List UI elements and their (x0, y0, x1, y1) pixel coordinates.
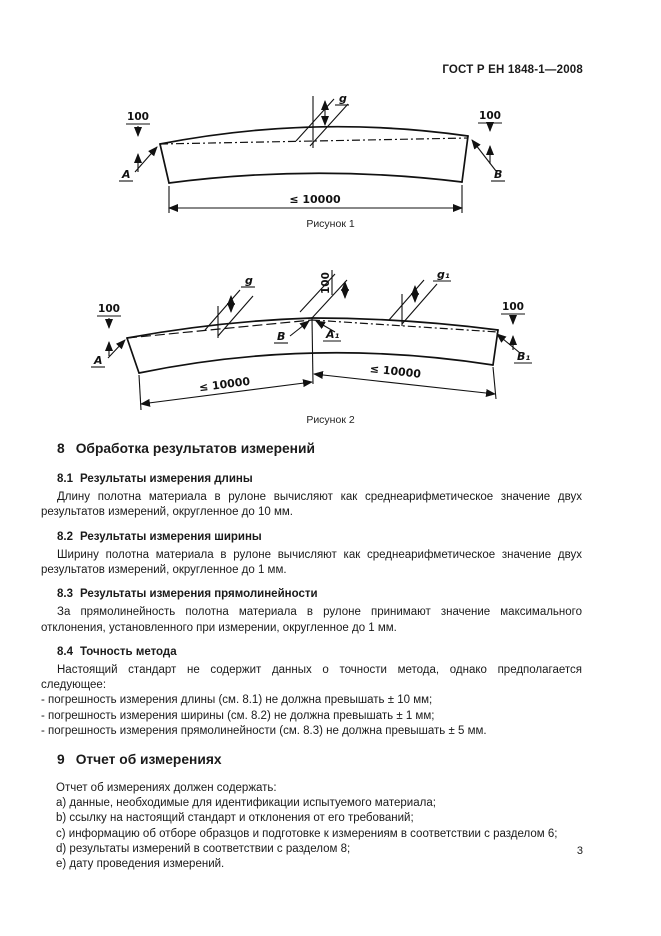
fig2-bottom-edge (138, 351, 494, 374)
subsection-8-3-heading: 8.3 Результаты измерения прямолинейности (41, 587, 582, 602)
subsection-8-3-title: Результаты измерения прямолинейности (80, 588, 318, 601)
fig1-right-edge (461, 135, 469, 183)
fig2-offset-center: 100 (320, 272, 332, 294)
fig1-left-edge (159, 143, 170, 184)
section-9-intro: Отчет об измерениях должен содержать: (56, 782, 277, 795)
subsection-8-4-number: 8.4 (57, 645, 73, 658)
report-item: b) ссылку на настоящий стандарт и отклон… (56, 812, 414, 825)
fig1-offset-right: 100 (479, 110, 501, 122)
fig2-centerline-left (126, 319, 313, 339)
fig1-label-b: B (494, 168, 502, 181)
fig2-top-edge-left (126, 317, 313, 339)
subsection-8-2-text: Ширину полотна материала в рулоне вычисл… (41, 548, 582, 577)
figure-2-caption: Рисунок 2 (306, 414, 355, 426)
section-8-heading: 8 Обработка результатов измерений (41, 440, 582, 458)
fig2-length-right: ≤ 10000 (369, 362, 422, 381)
subsection-8-1-title: Результаты измерения длины (80, 473, 253, 485)
subsection-8-2-heading: 8.2 Результаты измерения ширины (41, 530, 582, 545)
section-9-heading: 9 Отчет об измерениях (41, 751, 582, 769)
page-number: 3 (576, 845, 583, 857)
fig2-offset-left: 100 (98, 303, 120, 315)
fig2-label-b1: B₁ (517, 350, 530, 363)
figure-2-drawing: g g₁ 100 100 100 A B A₁ (91, 268, 532, 411)
subsection-8-2-number: 8.2 (57, 530, 73, 543)
subsection-8-2-title: Результаты измерения ширины (80, 530, 262, 543)
fig2-offset-right: 100 (502, 301, 524, 313)
subsection-8-4-title: Точность метода (80, 645, 177, 658)
report-item: c) информацию об отборе образцов и подго… (56, 827, 558, 840)
fig2-label-b: B (277, 330, 285, 343)
fig2-label-g: g (245, 274, 253, 287)
fig1-length-dim: ≤ 10000 (289, 193, 341, 206)
subsection-8-3-number: 8.3 (57, 588, 73, 601)
fig1-centerline (159, 137, 469, 145)
section-9-number: 9 (57, 752, 65, 768)
fig2-right-edge (492, 329, 499, 366)
fig2-left-edge (126, 337, 140, 374)
accuracy-item: - погрешность измерения ширины (см. 8.2)… (41, 709, 435, 722)
report-item: d) результаты измерений в соответствии с… (56, 842, 351, 855)
fig1-bottom-edge (168, 172, 463, 184)
fig1-label-g: g (339, 92, 347, 105)
accuracy-item: - погрешность измерения прямолинейности … (41, 724, 487, 737)
figure-1-caption: Рисунок 1 (306, 218, 355, 230)
fig2-label-a: A (93, 354, 103, 367)
accuracy-list: - погрешность измерения длины (см. 8.1) … (41, 693, 582, 739)
subsection-8-1-number: 8.1 (57, 473, 73, 485)
fig2-label-g1: g₁ (437, 268, 450, 281)
fig2-centerline-right (311, 319, 499, 333)
subsection-8-4-heading: 8.4 Точность метода (41, 645, 582, 660)
accuracy-item: - погрешность измерения длины (см. 8.1) … (41, 694, 433, 707)
section-8-number: 8 (57, 441, 65, 456)
subsection-8-3-text: За прямолинейность полотна материала в р… (41, 606, 582, 634)
fig1-top-edge (159, 125, 469, 145)
standard-designation: ГОСТ Р ЕН 1848-1—2008 (442, 64, 583, 76)
figure-1-drawing: g 100 100 A B ≤ 10000 (119, 92, 505, 213)
fig1-offset-left: 100 (127, 111, 149, 123)
subsection-8-4-text: Настоящий стандарт не содержит данных о … (41, 664, 582, 692)
section-8-title: Обработка результатов измерений (75, 441, 315, 456)
subsection-8-1-text: Длину полотна материала в рулоне вычисля… (41, 491, 582, 519)
section-9-title: Отчет об измерениях (75, 752, 222, 768)
report-list: a) данные, необходимые для идентификации… (41, 796, 582, 872)
fig1-label-a: A (121, 168, 131, 181)
fig2-label-a1: A₁ (325, 328, 340, 341)
subsection-8-1-heading: 8.1 Результаты измерения длины (41, 472, 582, 487)
report-item: a) данные, необходимые для идентификации… (56, 797, 436, 810)
report-item: e) дату проведения измерений. (56, 858, 225, 871)
